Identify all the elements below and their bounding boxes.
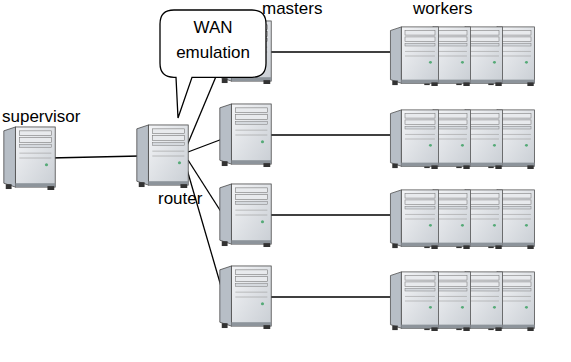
router-server xyxy=(137,125,188,188)
supervisor-server xyxy=(4,127,55,190)
worker-server xyxy=(390,190,438,249)
server-label: workers xyxy=(413,0,473,19)
worker-server xyxy=(390,272,438,331)
server-label: masters xyxy=(262,0,322,19)
worker-server xyxy=(390,110,438,169)
server-label: router xyxy=(158,190,202,209)
master-server xyxy=(220,266,271,329)
master-server xyxy=(220,104,271,167)
master-server xyxy=(220,184,271,247)
callout-bubble: WAN emulation xyxy=(160,10,266,77)
worker-server xyxy=(390,27,438,86)
network-wires xyxy=(50,52,390,300)
server-icons xyxy=(4,21,535,331)
server-label: supervisor xyxy=(2,108,80,127)
callout-text: WAN emulation xyxy=(166,16,260,65)
